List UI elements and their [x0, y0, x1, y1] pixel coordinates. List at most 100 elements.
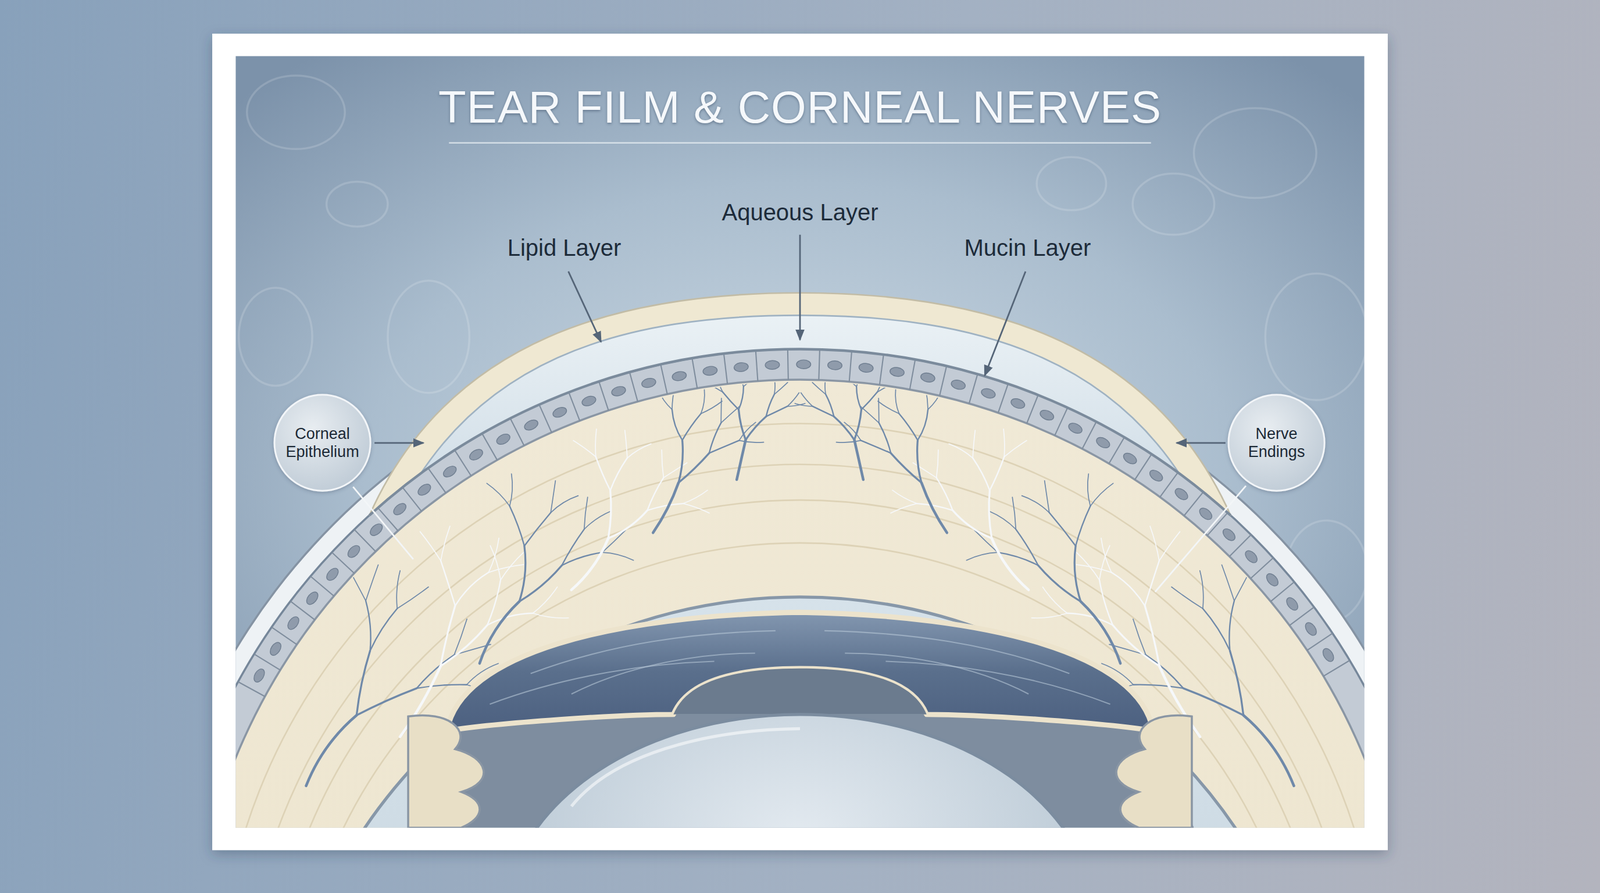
nerve-fiber [1022, 495, 1050, 513]
nerve-fiber [490, 545, 501, 580]
anterior-chamber [274, 597, 1326, 828]
nerve-fiber [854, 409, 862, 441]
cell-wall [454, 450, 471, 476]
nerve-fiber [356, 688, 417, 716]
leader-line [984, 271, 1026, 376]
cell-nucleus [889, 366, 906, 378]
nerve-fiber [356, 650, 370, 716]
nerve-fiber [716, 375, 723, 393]
cell-nucleus [1066, 420, 1084, 435]
nerve-fiber [1066, 613, 1113, 625]
nerve-fiber [661, 450, 664, 478]
nerve-fiber [1200, 570, 1204, 609]
leader-line [1155, 486, 1246, 593]
nerve-fiber [1012, 497, 1016, 530]
nerve-fiber [736, 440, 746, 481]
nerve-fiber [890, 452, 922, 483]
nerve-fiber [1090, 483, 1113, 506]
cell-wall [818, 349, 820, 381]
cell-wall [1306, 633, 1333, 650]
nerve-fiber [487, 579, 501, 625]
nerve-fiber [647, 477, 664, 511]
nerve-fiber [1229, 650, 1244, 716]
nerve-fiber [1221, 565, 1234, 602]
cell-nucleus [1009, 397, 1027, 411]
nerve-fiber [1171, 587, 1203, 609]
nerve-fiber [861, 440, 891, 454]
ciliary-body [1116, 715, 1192, 828]
nerve-fiber [509, 473, 513, 506]
nerve-fiber [825, 376, 827, 395]
nerve-fiber [1144, 561, 1160, 606]
outer-surface [235, 330, 1364, 828]
nerve-fiber [683, 503, 710, 513]
nerve-fiber [917, 440, 922, 483]
nerve-fiber [844, 373, 857, 387]
nerve-fiber [1004, 440, 1027, 457]
nerve-fiber [486, 483, 510, 506]
nerve-fiber [877, 401, 900, 414]
nerve-fiber [1031, 613, 1067, 619]
nerve-fiber [966, 552, 998, 561]
nerve-fiber [647, 503, 684, 511]
cell-wall [629, 372, 638, 402]
cell-nucleus [304, 590, 321, 607]
cell-nucleus [1284, 595, 1300, 613]
cell-wall [723, 353, 728, 384]
nerve-fiber [812, 382, 826, 395]
layer-label: Mucin Layer [963, 234, 1091, 262]
cell-nucleus [494, 431, 512, 447]
cell-nucleus [950, 378, 967, 391]
cell-nucleus [580, 394, 598, 409]
cell-nucleus [765, 360, 780, 370]
nerve-fiber [856, 369, 860, 387]
nerve-fiber [1087, 473, 1091, 506]
cell-wall [939, 366, 947, 396]
cell-nucleus [268, 640, 284, 658]
callout-text: Nerve Endings [1236, 425, 1318, 462]
nerve-fiber [1243, 715, 1295, 786]
nerve-fiber [584, 497, 588, 530]
cell-wall [568, 392, 580, 421]
cell-nucleus [702, 365, 718, 377]
nerve-fiber [454, 619, 467, 656]
cell-nucleus [733, 362, 749, 373]
nerve-fiber [738, 440, 764, 444]
nerve-fiber [1183, 688, 1244, 716]
leader-line [568, 271, 602, 342]
nerve-fiber [519, 545, 526, 602]
epithelium-band [235, 348, 1364, 828]
cell-wall [909, 359, 916, 390]
nerve-fiber [1003, 429, 1005, 457]
callout-circle: Nerve Endings [1226, 393, 1327, 493]
cell-nucleus [919, 371, 936, 384]
nerve-fiber [479, 601, 520, 664]
nerve-fiber [416, 684, 467, 689]
cell-wall [481, 433, 498, 461]
nerve-fiber [487, 613, 533, 625]
nerve-fiber [774, 382, 788, 395]
cell-nucleus [368, 521, 385, 538]
nerve-fiber [365, 565, 378, 602]
cell-wall [849, 351, 852, 382]
nerve-fiber [1049, 512, 1076, 546]
nerve-fiber [370, 608, 398, 652]
illustration [235, 75, 1364, 828]
nerve-fiber [812, 406, 835, 417]
nerve-fiber [1234, 567, 1253, 602]
nerve-fiber [720, 398, 722, 423]
nerve-fiber [1099, 579, 1113, 625]
nerve-fiber [365, 600, 371, 651]
cell-wall [1054, 407, 1068, 436]
nerve-fiber [1075, 506, 1091, 546]
nerve-fiber [573, 440, 596, 457]
nerve-fiber [927, 389, 942, 410]
callout-text: Corneal Epithelium [281, 425, 364, 462]
nerve-fiber [1044, 480, 1050, 513]
cell-nucleus [391, 501, 409, 517]
nerve-fiber [1101, 538, 1112, 573]
nerve-fiber [720, 406, 740, 423]
nerve-fiber [550, 495, 578, 513]
nerve-fiber [936, 450, 939, 478]
cell-nucleus [640, 376, 657, 389]
